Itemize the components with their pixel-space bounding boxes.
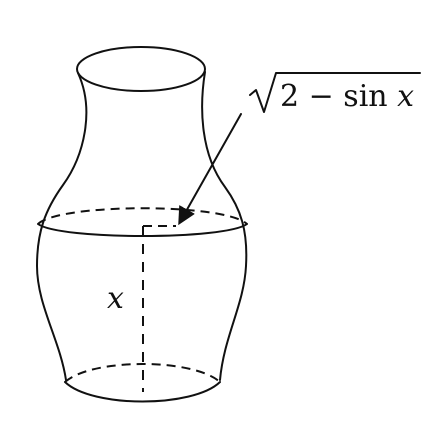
radius-pointer-arrow	[178, 113, 242, 226]
radius-label-var: x	[397, 79, 414, 114]
vase-top-rim	[76, 46, 206, 92]
height-label: x	[107, 281, 124, 316]
radius-label-prefix: 2 − sin	[280, 79, 397, 114]
vase-left-outline	[36, 72, 88, 381]
radius-label: 2 − sin x	[280, 79, 414, 114]
vase-right-outline	[201, 71, 248, 381]
vase-bottom-front	[64, 381, 221, 403]
water-surface-back	[37, 207, 248, 225]
vase-bottom-back	[64, 363, 221, 383]
radical-sign	[249, 72, 421, 113]
